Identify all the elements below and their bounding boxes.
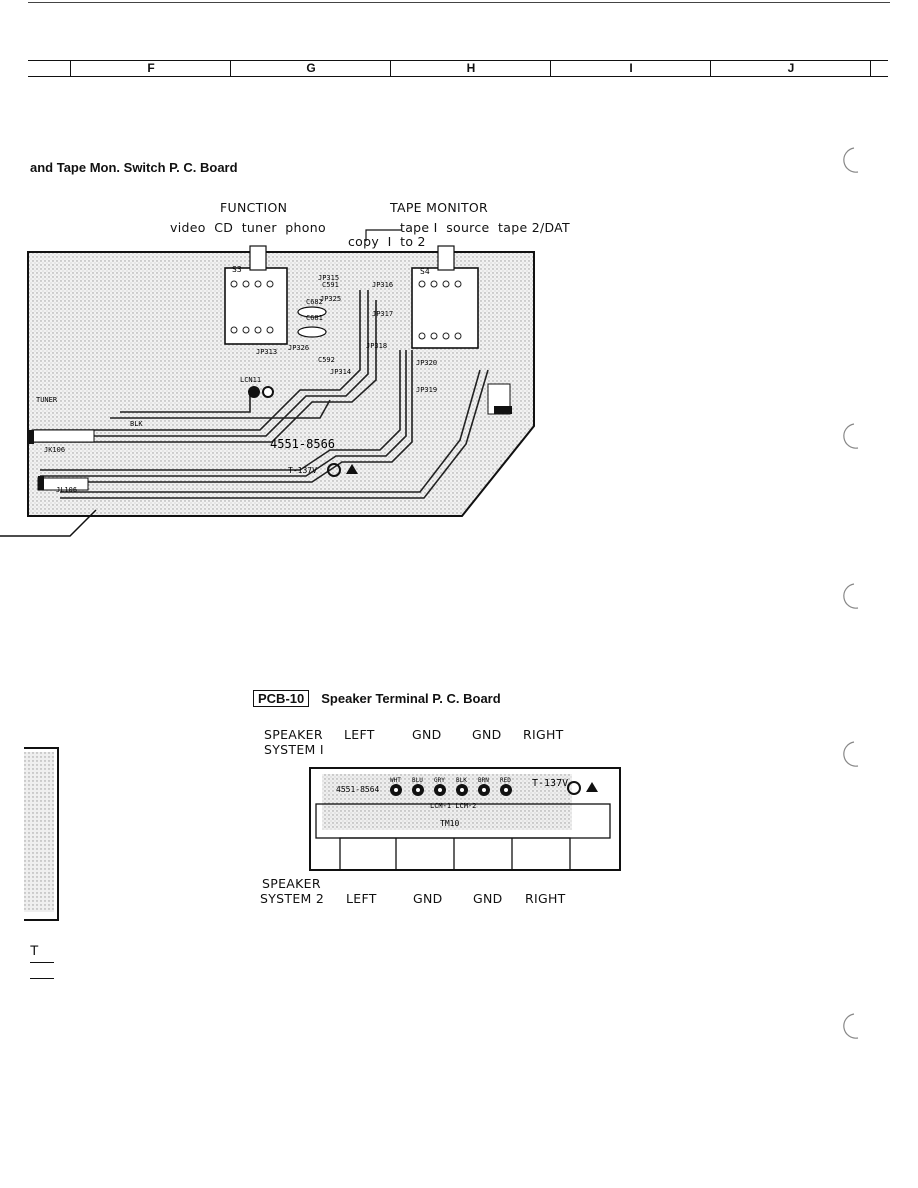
wire-wht: WHT — [390, 777, 401, 784]
jp326-label: JP326 — [288, 344, 309, 352]
top-left-label: LEFT — [344, 727, 375, 742]
bottom-left-label: LEFT — [346, 891, 377, 906]
function-tape-board-diagram: S3 S4 JP315 JP316 JP325 JP317 JP326 JP31… — [0, 245, 535, 537]
grid-col-g: G — [230, 61, 391, 76]
wire-blu: BLU — [412, 777, 423, 784]
board1-title: and Tape Mon. Switch P. C. Board — [30, 160, 238, 175]
wire-gry: GRY — [434, 777, 445, 784]
grid-col-h: H — [390, 61, 551, 76]
board2-connectors: LCM-1 LCM-2 — [430, 802, 476, 810]
jp317-label: JP317 — [372, 310, 393, 318]
wire-red: RED — [500, 777, 511, 784]
tape-monitor-positions-bottom: copy I to 2 — [348, 234, 426, 249]
top-gnd2-label: GND — [472, 727, 502, 742]
wire-blk: BLK — [456, 777, 467, 784]
board2-part-number: 4551-8564 — [336, 785, 380, 794]
bottom-gnd1-label: GND — [413, 891, 443, 906]
margin-rule-1 — [30, 962, 54, 963]
jp319-label: JP319 — [416, 386, 437, 394]
margin-letter: T — [30, 942, 39, 958]
jk106-label: JK106 — [44, 446, 65, 454]
jp316-label: JP316 — [372, 281, 393, 289]
board1-part-code: T-137V — [288, 466, 317, 475]
top-rule — [28, 2, 890, 3]
jl106-label: JL106 — [56, 486, 77, 494]
lcn11-label: LCN11 — [240, 376, 261, 384]
grid-col-j: J — [710, 61, 871, 76]
jp325-label: JP325 — [320, 295, 341, 303]
jp314-label: JP314 — [330, 368, 351, 376]
grid-col-i: I — [550, 61, 711, 76]
speaker-system2-label-2: SYSTEM 2 — [260, 891, 325, 906]
grid-reference-row: F G H I J — [28, 60, 888, 77]
top-right-label: RIGHT — [523, 727, 564, 742]
function-heading: FUNCTION — [220, 200, 288, 215]
speaker-terminal-board-diagram: WHT BLU GRY BLK BRN RED 4551-8564 T-137V… — [309, 767, 621, 871]
function-positions: video CD tuner phono — [170, 220, 326, 235]
board2-part-code: T-137V — [532, 778, 568, 789]
speaker-system2-label: SPEAKER — [262, 876, 321, 891]
tape-bracket — [365, 229, 402, 241]
blk-label: BLK — [130, 420, 143, 428]
tape-monitor-positions-top: tape I source tape 2/DAT — [400, 220, 570, 235]
s3-label: S3 — [232, 265, 242, 274]
s4-label: S4 — [420, 267, 430, 276]
tape-monitor-heading: TAPE MONITOR — [390, 200, 489, 215]
c591-label: C591 — [322, 281, 339, 289]
margin-rule-2 — [30, 978, 54, 979]
binder-holes — [843, 147, 859, 1039]
jp313-label: JP313 — [256, 348, 277, 356]
board1-part-number: 4551-8566 — [270, 437, 335, 451]
wire-brn: BRN — [478, 777, 489, 784]
c592-label: C592 — [318, 356, 335, 364]
grid-col-f: F — [70, 61, 231, 76]
pcb10-heading: PCB-10 Speaker Terminal P. C. Board — [253, 690, 501, 707]
bottom-gnd2-label: GND — [473, 891, 503, 906]
bottom-right-label: RIGHT — [525, 891, 566, 906]
speaker-system1-label-2: SYSTEM I — [264, 742, 324, 757]
board2-title: Speaker Terminal P. C. Board — [321, 691, 501, 706]
jp320-label: JP320 — [416, 359, 437, 367]
board2-terminal: TM10 — [440, 819, 459, 828]
c681-label: C681 — [306, 314, 323, 322]
grid-col-end — [870, 61, 889, 76]
jp315-label: JP315 — [318, 274, 339, 282]
speaker-system1-label: SPEAKER — [264, 727, 323, 742]
adjacent-board-fragment — [24, 747, 59, 921]
c682-label: C682 — [306, 298, 323, 306]
pcb10-tag: PCB-10 — [253, 690, 310, 707]
tuner-label: TUNER — [36, 396, 58, 404]
top-gnd1-label: GND — [412, 727, 442, 742]
jp318-label: JP318 — [366, 342, 387, 350]
